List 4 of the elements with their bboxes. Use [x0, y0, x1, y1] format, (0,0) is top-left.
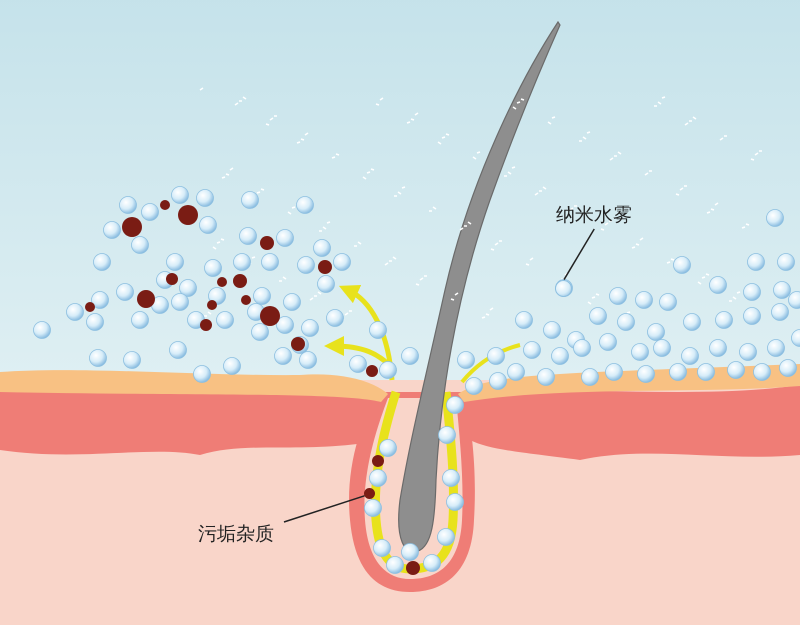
callout-label: 污垢杂质 [198, 522, 290, 548]
leader-line [563, 228, 595, 280]
leader-line [284, 495, 365, 523]
callout-label: 纳米水雾 [556, 203, 648, 229]
